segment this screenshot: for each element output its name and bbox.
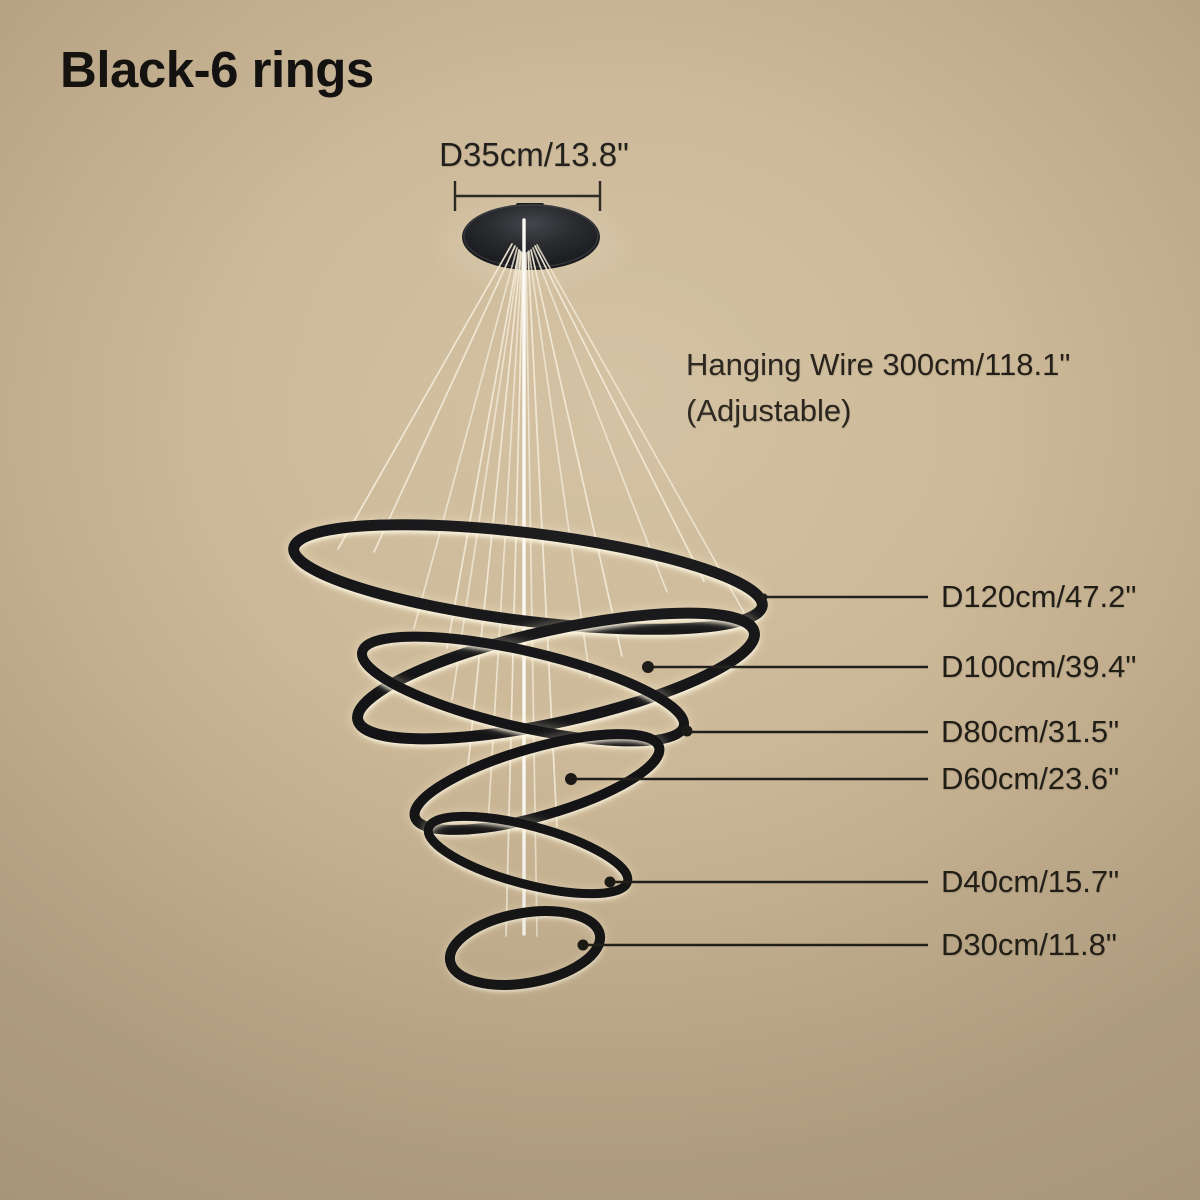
- leader-dots: [565, 593, 768, 951]
- hanging-wire-length: Hanging Wire 300cm/118.1": [686, 347, 1071, 382]
- ring-label-d30: D30cm/11.8": [941, 927, 1117, 962]
- ring-label-d40: D40cm/15.7": [941, 864, 1120, 899]
- ring-label-d80: D80cm/31.5": [941, 714, 1120, 749]
- ring-label-d100: D100cm/39.4": [941, 649, 1137, 684]
- ring-d60: [407, 727, 667, 837]
- canopy-dimension-line: [453, 181, 602, 211]
- canopy-diameter-label: D35cm/13.8": [439, 136, 629, 173]
- hanging-wire-note: Hanging Wire 300cm/118.1" (Adjustable): [686, 342, 1070, 434]
- ring-d30: [443, 904, 607, 992]
- ring-label-d60: D60cm/23.6": [941, 761, 1120, 796]
- page-title: Black-6 rings: [60, 41, 374, 98]
- ring-label-d120: D120cm/47.2": [941, 579, 1137, 614]
- ring-d120: [285, 516, 771, 638]
- ring-d100: [349, 605, 763, 747]
- hanging-wire-adjustable: (Adjustable): [686, 393, 852, 428]
- leader-lines: [571, 595, 928, 947]
- hanging-wires: [337, 243, 747, 937]
